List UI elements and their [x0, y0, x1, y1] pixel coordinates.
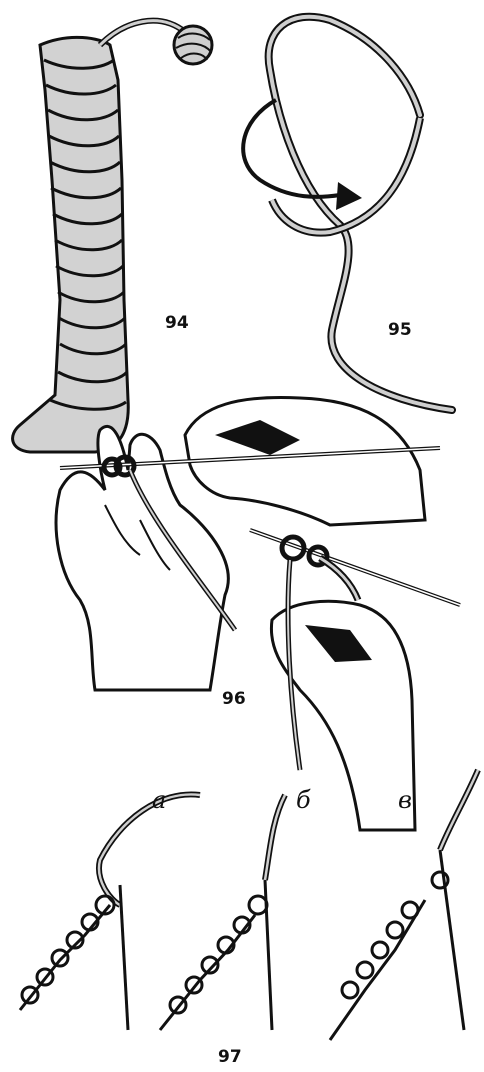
figure-96-casting-on: 96 [56, 397, 460, 830]
yarn-ball [174, 26, 212, 64]
stitch-row-b [170, 896, 267, 1013]
figure-94-stocking: 94 [13, 21, 212, 452]
yarn-loop-cross [272, 118, 420, 233]
figure-95-label: 95 [388, 320, 412, 340]
arrow-head [336, 182, 362, 210]
figure-95-slip-knot: 95 [243, 17, 452, 410]
stitch-row-v [342, 872, 448, 998]
step-a: а [20, 786, 200, 1030]
figure-96-label: 96 [222, 689, 246, 709]
step-b-label: б [296, 786, 311, 814]
step-v-label: в [398, 786, 412, 814]
stitch-row-a [22, 896, 114, 1003]
step-v: в [330, 770, 478, 1040]
stocking-shape [13, 37, 129, 452]
figure-94-label: 94 [165, 313, 189, 333]
step-a-label: а [152, 786, 166, 814]
yarn-loop [269, 17, 452, 410]
figure-97-label: 97 [218, 1047, 242, 1067]
step-b: б [160, 786, 311, 1030]
